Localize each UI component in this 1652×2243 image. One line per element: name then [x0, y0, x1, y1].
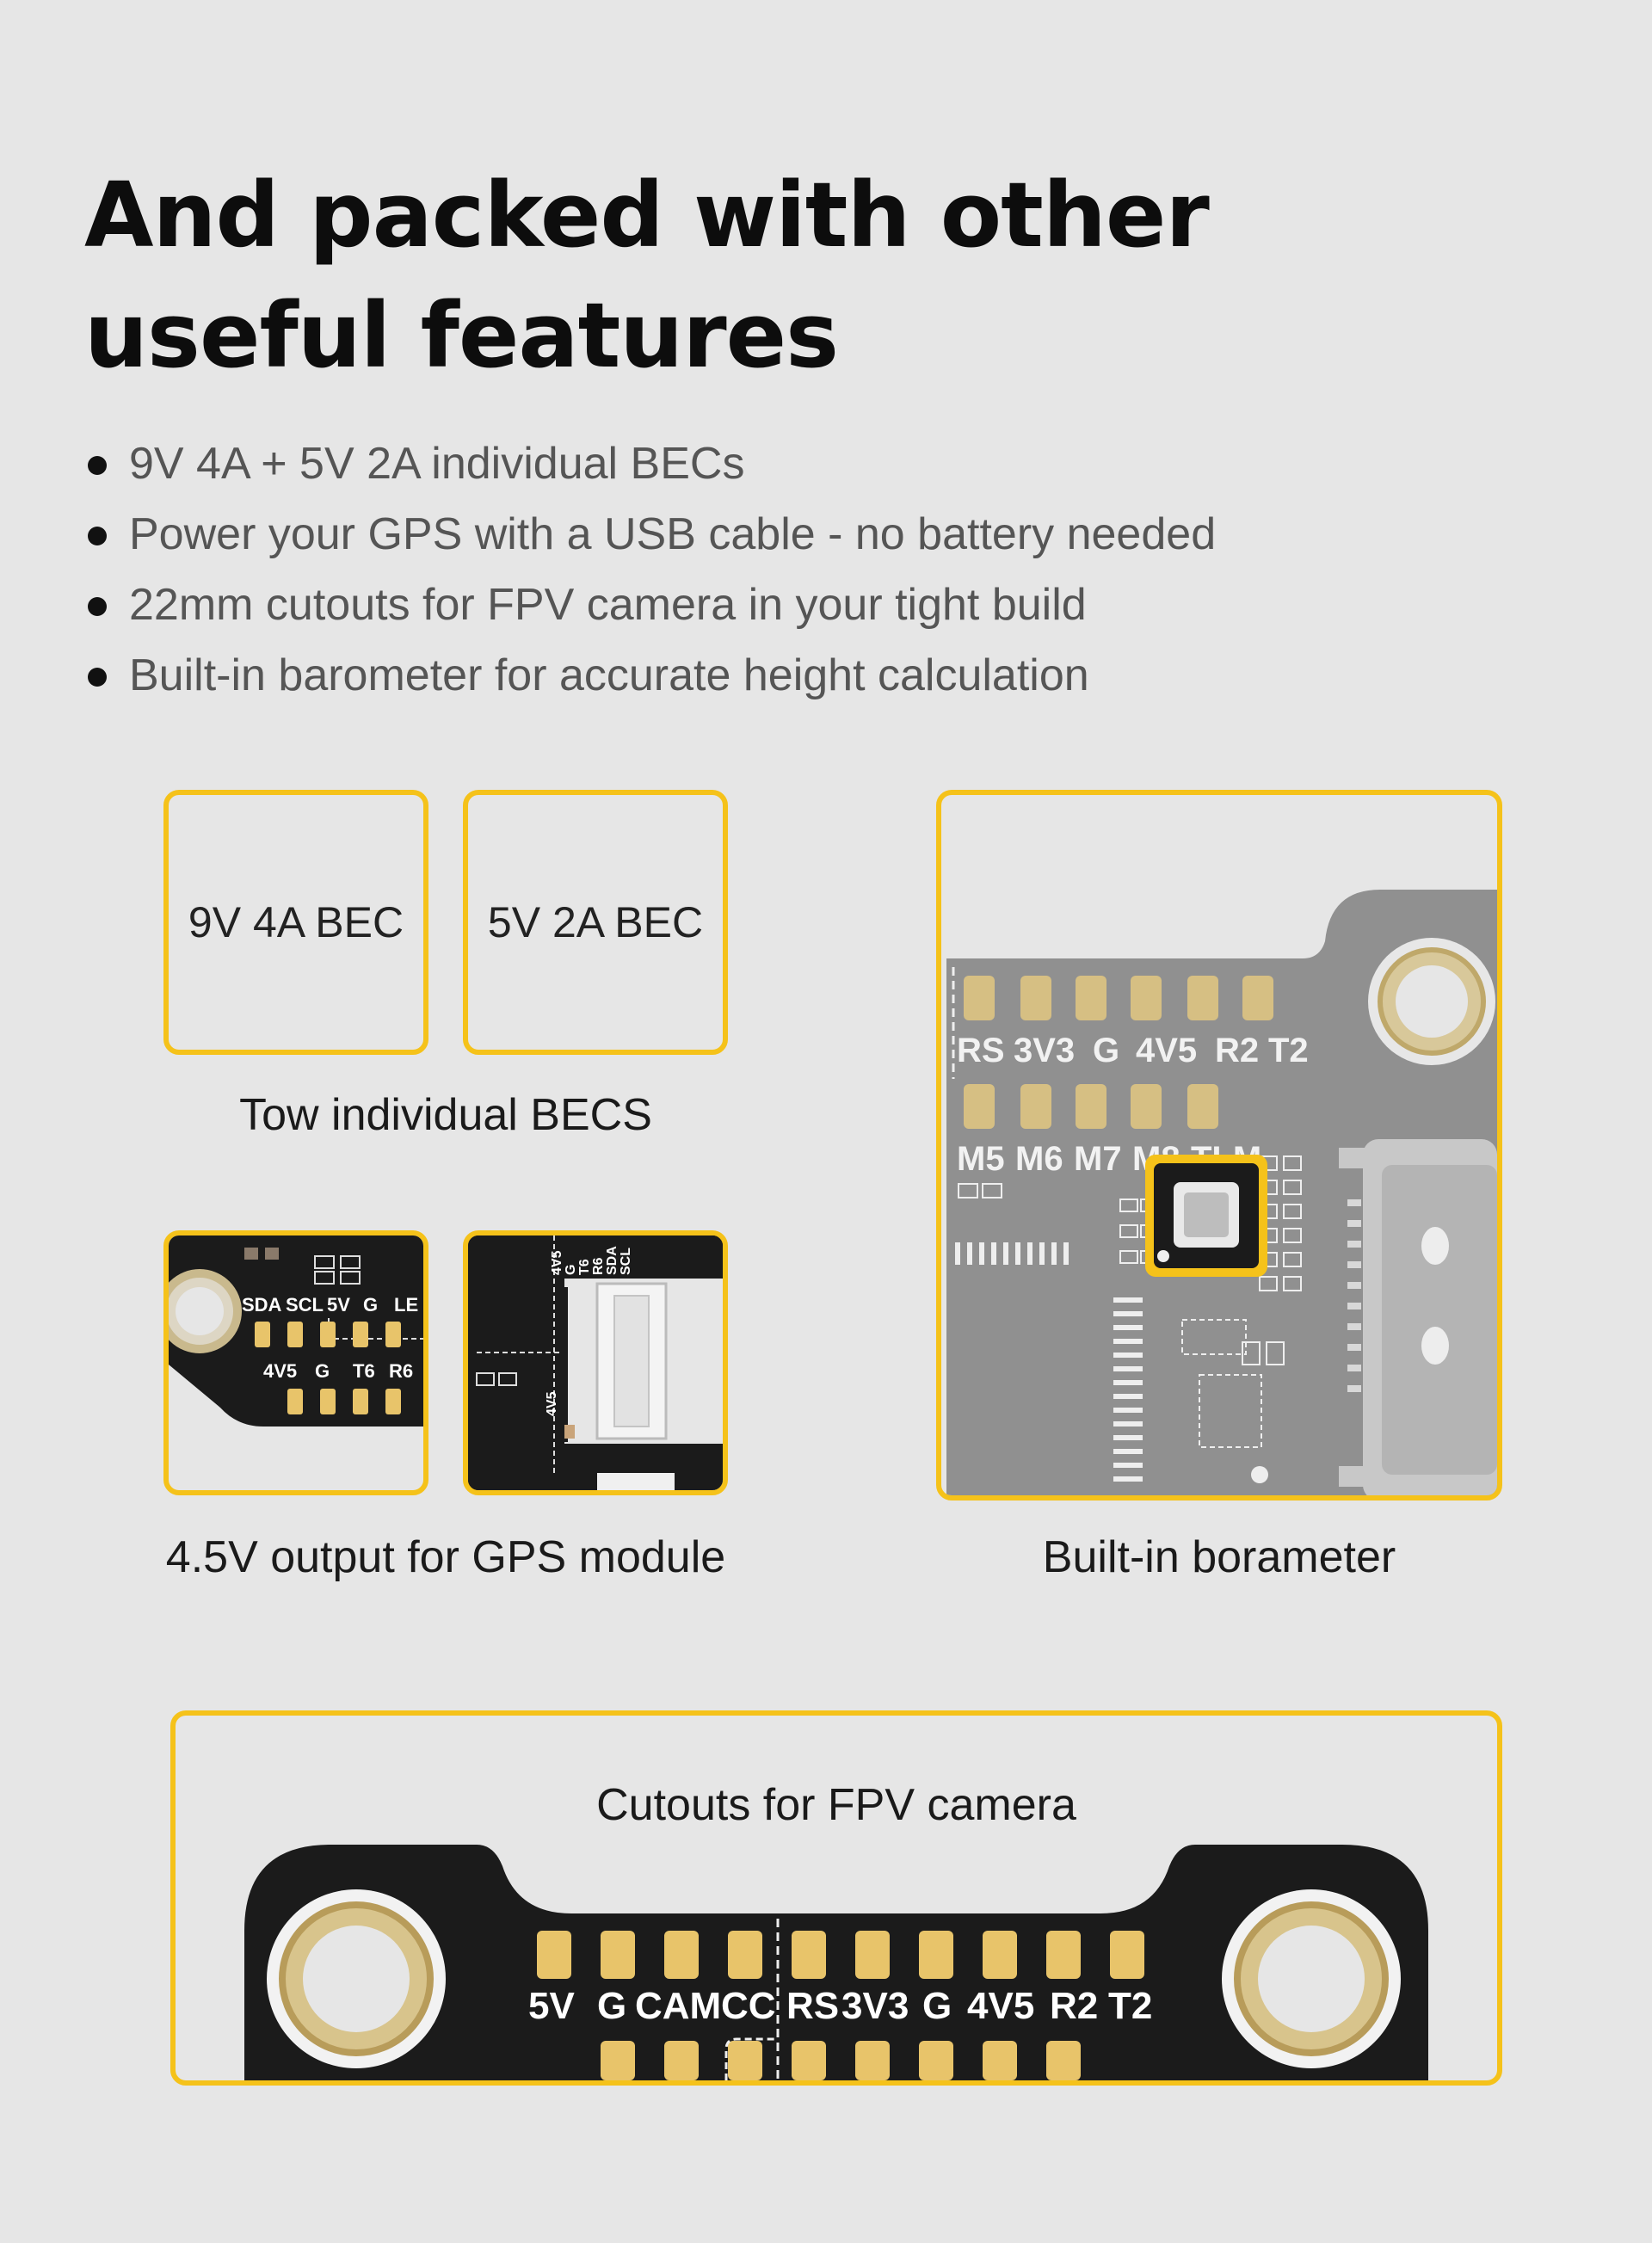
baro-label-g: G	[1093, 1032, 1119, 1069]
cam-pad-label-t2: T2	[1108, 1985, 1152, 2027]
camera-cutout-image: 5V G CAM CC RS 3V3 G 4V5 R2 T2 Cutouts f…	[170, 1710, 1502, 2086]
bec-caption: Tow individual BECS	[239, 1090, 652, 1140]
conn-side-label: 4V5	[545, 1391, 559, 1416]
cam-pad-label-cam: CAM	[635, 1985, 721, 2027]
baro-label-rs: RS	[957, 1032, 1005, 1069]
gps-label-le: LE	[394, 1294, 418, 1316]
baro-label-t2: T2	[1268, 1032, 1309, 1069]
conn-label-t6: T6	[577, 1259, 592, 1275]
bullet-icon	[88, 456, 107, 475]
feature-list: 9V 4A + 5V 2A individual BECs Power your…	[86, 428, 1216, 711]
baro-label-3v3: 3V3	[1014, 1032, 1075, 1069]
bullet-icon	[88, 668, 107, 687]
gps-connector-image: 4V5 G T6 R6 SDA SCL 4V5	[463, 1230, 728, 1495]
conn-label-scl: SCL	[619, 1248, 633, 1275]
gps-pcb-drawing: SDA SCL 5V G LE 4V5 G T6 R6	[169, 1235, 423, 1427]
gps-label-5v: 5V	[327, 1294, 350, 1316]
feature-item: 9V 4A + 5V 2A individual BECs	[86, 428, 1216, 499]
page-title: And packed with other useful features	[84, 163, 1210, 388]
conn-label-sda: SDA	[605, 1246, 620, 1275]
gps-label-4v5: 4V5	[263, 1360, 297, 1382]
baro-label-m6: M6	[1015, 1140, 1063, 1178]
cam-pad-label-rs: RS	[786, 1985, 839, 2027]
bec-9v-label: 9V 4A BEC	[188, 898, 404, 946]
cam-pad-label-4v5: 4V5	[967, 1985, 1034, 2027]
barometer-caption: Built-in borameter	[1042, 1532, 1396, 1582]
cam-pad-label-g: G	[597, 1985, 626, 2027]
barometer-image: RS 3V3 G 4V5 R2 T2 M5 M6 M7 M8 TLM	[936, 790, 1502, 1500]
cam-pad-label-cc: CC	[721, 1985, 776, 2027]
bullet-icon	[88, 597, 107, 616]
feature-item: Built-in barometer for accurate height c…	[86, 640, 1216, 711]
baro-label-m5: M5	[957, 1140, 1005, 1178]
cam-pad-label-5v: 5V	[528, 1985, 575, 2027]
bec-5v-box: 5V 2A BEC	[463, 790, 728, 1055]
gps-label-t6: T6	[353, 1360, 375, 1382]
feature-item: 22mm cutouts for FPV camera in your tigh…	[86, 570, 1216, 640]
baro-label-4v5: 4V5	[1136, 1032, 1197, 1069]
bullet-icon	[88, 527, 107, 545]
baro-label-r2: R2	[1215, 1032, 1259, 1069]
gps-label-scl: SCL	[286, 1294, 324, 1316]
camera-caption: Cutouts for FPV camera	[596, 1780, 1076, 1830]
bec-9v-box: 9V 4A BEC	[163, 790, 428, 1055]
camera-pcb-drawing: 5V G CAM CC RS 3V3 G 4V5 R2 T2	[244, 1845, 1428, 2080]
conn-label-g: G	[564, 1265, 578, 1275]
barometer-drawing: RS 3V3 G 4V5 R2 T2 M5 M6 M7 M8 TLM	[946, 890, 1497, 1495]
baro-label-m7: M7	[1074, 1140, 1122, 1178]
gps-label-r6: R6	[389, 1360, 413, 1382]
gps-label-sda: SDA	[242, 1294, 282, 1316]
cam-pad-label-r2: R2	[1050, 1985, 1098, 2027]
conn-label-4v5: 4V5	[550, 1250, 564, 1275]
bec-5v-label: 5V 2A BEC	[487, 898, 704, 946]
feature-item: Power your GPS with a USB cable - no bat…	[86, 499, 1216, 570]
conn-label-r6: R6	[591, 1257, 606, 1275]
cam-pad-label-3v3: 3V3	[841, 1985, 909, 2027]
cam-pad-label-g2: G	[922, 1985, 952, 2027]
gps-connector-drawing: 4V5 G T6 R6 SDA SCL 4V5	[468, 1235, 723, 1490]
gps-label-g2: G	[315, 1360, 330, 1382]
gps-board-image: SDA SCL 5V G LE 4V5 G T6 R6	[163, 1230, 428, 1495]
gps-caption: 4.5V output for GPS module	[165, 1532, 726, 1582]
gps-label-g: G	[363, 1294, 378, 1316]
